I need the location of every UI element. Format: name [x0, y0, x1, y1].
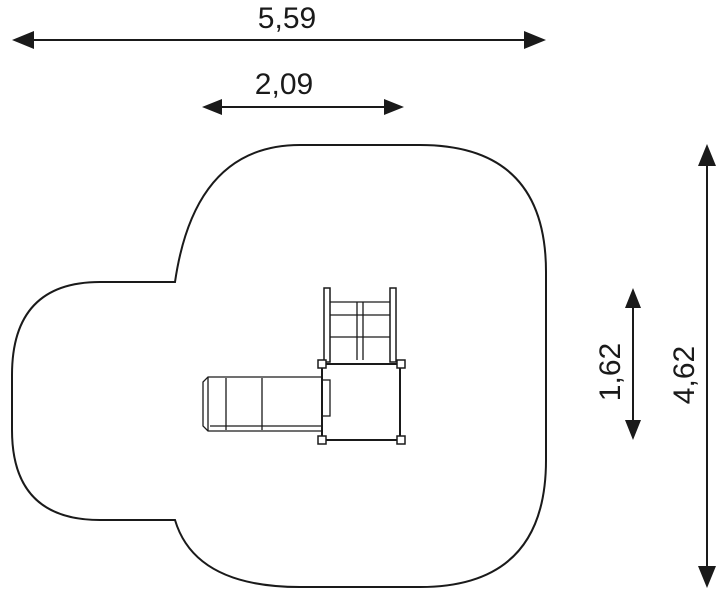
platform-tower: [317, 359, 406, 445]
dimension-label-platform-depth: 1,62: [594, 343, 627, 401]
dimension-inner-width: 2,09: [202, 68, 404, 115]
platform-post: [317, 359, 327, 369]
arrow-right-icon: [524, 31, 546, 49]
arrow-down-icon: [625, 420, 641, 440]
dimension-platform-depth: 1,62: [594, 288, 641, 440]
slide: [202, 376, 322, 432]
dimension-label-overall-depth: 4,62: [668, 346, 701, 404]
arrow-left-icon: [202, 99, 222, 115]
platform-post: [317, 435, 327, 445]
arrow-up-icon: [625, 288, 641, 308]
platform-post: [396, 359, 406, 369]
ladder: [323, 287, 397, 363]
dimension-label-inner-width: 2,09: [255, 68, 313, 101]
dimension-overall-width: 5,59: [12, 2, 546, 49]
platform-post: [396, 435, 406, 445]
dimension-label-overall-width: 5,59: [258, 2, 316, 35]
arrow-up-icon: [698, 144, 716, 166]
arrow-down-icon: [698, 566, 716, 588]
arrow-right-icon: [384, 99, 404, 115]
arrow-left-icon: [12, 31, 34, 49]
safety-area-outline: [11, 144, 547, 588]
dimension-overall-depth: 4,62: [668, 144, 716, 588]
